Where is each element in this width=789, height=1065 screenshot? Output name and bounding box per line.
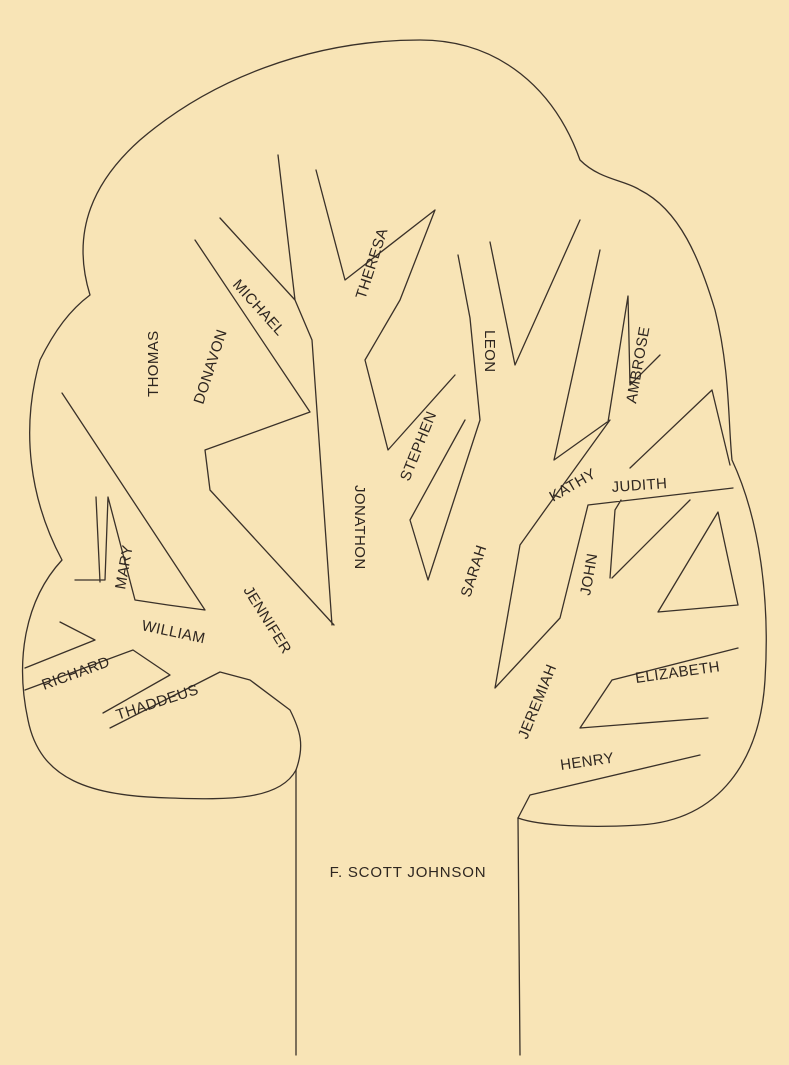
label-william: WILLIAM — [140, 617, 207, 647]
label-stephen: STEPHEN — [397, 409, 440, 484]
label-jennifer: JENNIFER — [240, 583, 295, 657]
label-thomas: THOMAS — [145, 330, 162, 397]
label-john: JOHN — [577, 552, 601, 597]
label-mary: MARY — [112, 544, 136, 591]
label-theresa: THERESA — [353, 226, 392, 301]
label-jeremiah: JEREMIAH — [515, 662, 560, 742]
label-judith: JUDITH — [611, 475, 668, 496]
label-donavon: DONAVON — [191, 327, 231, 406]
label-thaddeus: THADDEUS — [114, 681, 201, 724]
label-sarah: SARAH — [458, 543, 491, 599]
label-leon: LEON — [481, 330, 498, 372]
label-michael: MICHAEL — [229, 276, 288, 339]
trunk-label: F. SCOTT JOHNSON — [330, 864, 487, 881]
label-kathy: KATHY — [547, 465, 600, 505]
label-ambrose: AMBROSE — [623, 325, 653, 405]
label-richard: RICHARD — [40, 653, 113, 693]
label-elizabeth: ELIZABETH — [634, 658, 721, 687]
label-jonathon: JONATHON — [351, 485, 368, 570]
label-henry: HENRY — [559, 750, 615, 774]
